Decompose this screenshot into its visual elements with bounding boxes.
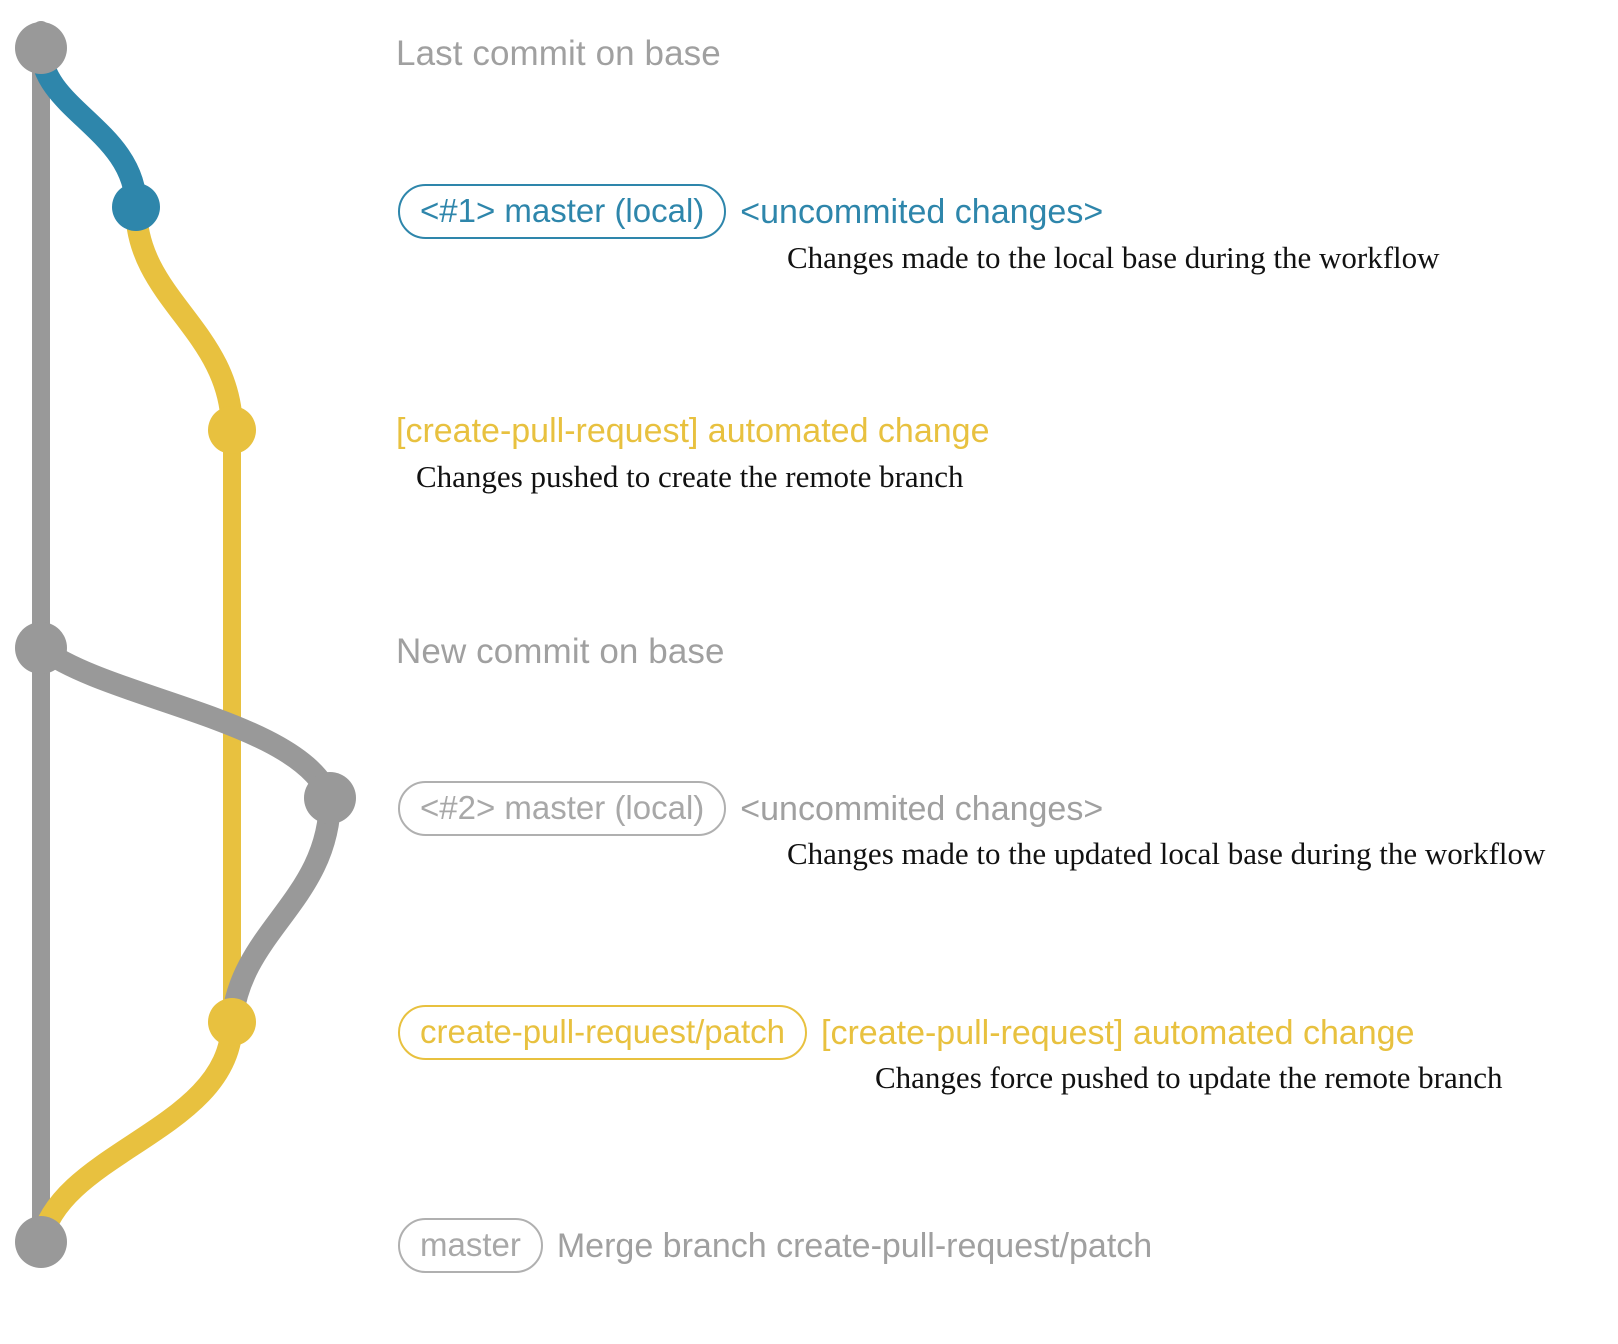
node-last-commit-on-base — [15, 22, 67, 74]
node-new-commit-on-base — [15, 622, 67, 674]
local-branch-line-1 — [30, 37, 147, 218]
badge-master-local-1[interactable]: <#1> master (local) — [398, 184, 727, 239]
node-master-local-1 — [112, 183, 160, 231]
badge-master[interactable]: master — [398, 1218, 543, 1273]
heading-last-commit-on-base: Last commit on base — [396, 34, 721, 74]
section-title-text-2: New commit on base — [396, 632, 725, 671]
commit-message-1: <uncommited changes> — [740, 192, 1104, 231]
node-patch-commit-1 — [208, 406, 256, 454]
commit-message-4: [create-pull-request] automated change — [821, 1013, 1415, 1052]
row-master-local-2: <#2> master (local) <uncommited changes> — [398, 781, 1103, 836]
node-patch-commit-2 — [208, 998, 256, 1046]
description-3: Changes made to the updated local base d… — [787, 836, 1546, 871]
local-branch-line-2 — [30, 637, 341, 809]
row-patch-commit-2: create-pull-request/patch [create-pull-r… — [398, 1005, 1415, 1060]
git-graph — [15, 21, 356, 1268]
node-master-local-2 — [304, 772, 356, 824]
patch-branch-line-1 — [125, 196, 243, 441]
description-4: Changes force pushed to update the remot… — [875, 1060, 1503, 1095]
description-1: Changes made to the local base during th… — [787, 240, 1440, 275]
heading-new-commit-on-base: New commit on base — [396, 632, 725, 672]
section-title-text: Last commit on base — [396, 34, 721, 73]
badge-create-pull-request-patch[interactable]: create-pull-request/patch — [398, 1005, 808, 1060]
row-merge-commit: master Merge branch create-pull-request/… — [398, 1218, 1152, 1273]
commit-message-5: Merge branch create-pull-request/patch — [556, 1226, 1153, 1265]
merge-line — [30, 1011, 243, 1253]
commit-message-2: [create-pull-request] automated change — [396, 412, 990, 450]
node-merge-commit — [15, 1216, 67, 1268]
local-to-patch-line-2 — [221, 787, 341, 1033]
row-patch-commit-1: [create-pull-request] automated change — [396, 414, 989, 448]
commit-message-3: <uncommited changes> — [740, 789, 1104, 828]
badge-master-local-2[interactable]: <#2> master (local) — [398, 781, 727, 836]
row-master-local-1: <#1> master (local) <uncommited changes> — [398, 184, 1103, 239]
description-2: Changes pushed to create the remote bran… — [416, 459, 964, 494]
